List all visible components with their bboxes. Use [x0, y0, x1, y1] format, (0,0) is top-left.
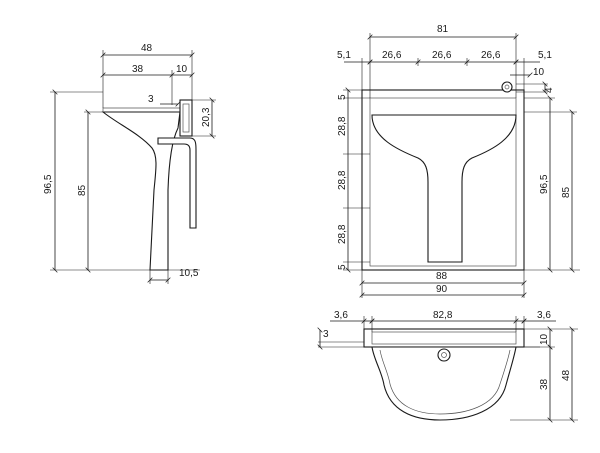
front-tap-hole	[501, 81, 513, 93]
front-dim-88: 88	[436, 271, 448, 282]
side-wall-bracket	[179, 99, 193, 137]
side-dim-38: 38	[132, 64, 144, 75]
side-dim-3: 3	[148, 94, 154, 105]
front-frame-inner	[369, 97, 517, 267]
top-dim-48: 48	[561, 369, 572, 381]
front-dim-28-8-b: 28,8	[337, 170, 348, 190]
front-pedestal-outline	[371, 114, 517, 263]
top-drain	[437, 348, 451, 362]
front-dim-28-8-c: 28,8	[337, 224, 348, 244]
front-view: 81 5,1 26,6 26,6 26,6 5,1 10 4 5 28,8 28…	[337, 24, 580, 298]
side-dim-10-5: 10,5	[179, 268, 199, 279]
front-dim-26-6-a: 26,6	[382, 50, 402, 61]
top-dim-3-6-right: 3,6	[537, 310, 551, 321]
front-dim-5-1-left: 5,1	[337, 50, 351, 61]
front-dim-5-bottom: 5	[337, 264, 348, 270]
front-dim-26-6-c: 26,6	[481, 50, 501, 61]
top-dim-3-6-left: 3,6	[334, 310, 348, 321]
side-pedestal-outline	[101, 111, 181, 271]
side-dim-10: 10	[176, 64, 188, 75]
front-dim-85: 85	[561, 186, 572, 198]
front-dim-5-1-right: 5,1	[538, 50, 552, 61]
top-view: 3,6 82,8 3,6 3 10 38 48	[318, 310, 578, 420]
top-dim-10: 10	[539, 333, 550, 345]
front-dim-5-top: 5	[337, 94, 348, 100]
top-dim-3: 3	[323, 329, 329, 340]
front-dim-26-6-b: 26,6	[432, 50, 452, 61]
side-basin-rim	[102, 107, 181, 112]
top-dim-38: 38	[539, 378, 550, 390]
side-dim-48: 48	[141, 43, 153, 54]
side-dim-20-3: 20,3	[201, 107, 212, 127]
top-basin-bowl	[371, 346, 517, 421]
front-dim-90: 90	[436, 284, 448, 295]
top-frame-inner	[371, 331, 517, 345]
front-dim-81: 81	[437, 24, 449, 35]
side-bracket-inner	[182, 103, 190, 133]
front-dim-4: 4	[544, 87, 555, 93]
top-basin-inner	[379, 349, 511, 415]
front-dim-96-5: 96,5	[539, 174, 550, 194]
front-dim-10: 10	[533, 67, 545, 78]
front-dim-28-8-a: 28,8	[337, 116, 348, 136]
top-dim-82-8: 82,8	[433, 310, 453, 321]
side-view: 48 38 10 3 20,3 96,5 85 10,5	[43, 43, 216, 284]
side-dim-85: 85	[77, 184, 88, 196]
side-waste-pipe	[157, 137, 197, 229]
side-dim-96-5: 96,5	[43, 174, 54, 194]
